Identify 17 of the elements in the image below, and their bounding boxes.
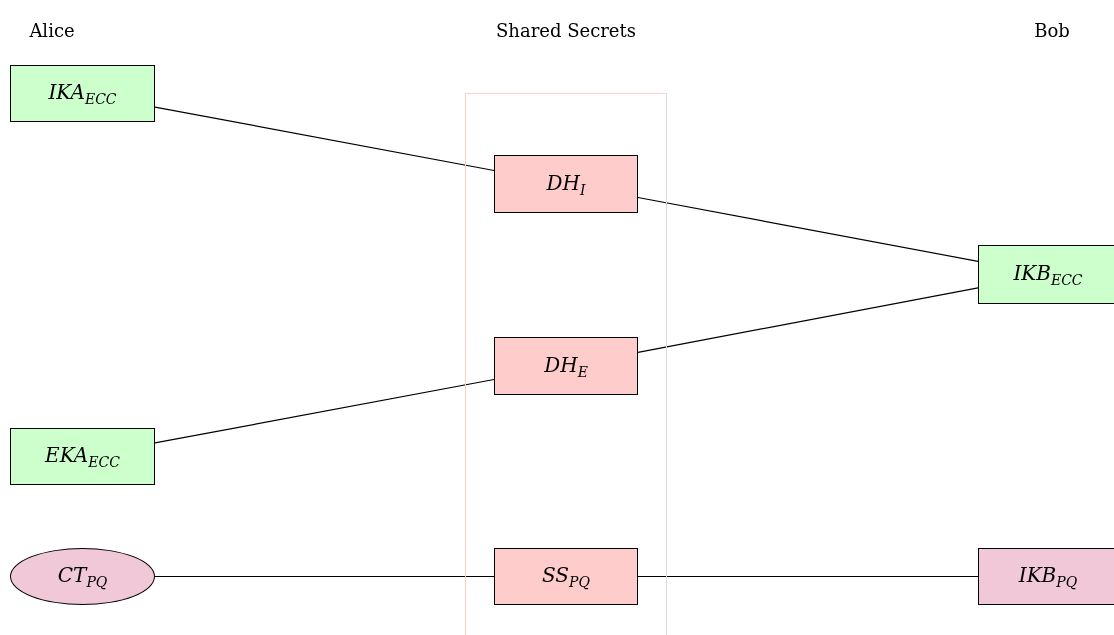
key-box: IKA$_{ECC}$ <box>10 65 155 122</box>
group-heading: Shared Secrets <box>495 20 637 41</box>
key-box: SS$_{PQ}$ <box>494 548 638 605</box>
key-box: IKB$_{PQ}$ <box>978 548 1114 605</box>
key-box: IKB$_{ECC}$ <box>978 245 1114 304</box>
key-box: DH$_{E}$ <box>494 337 638 395</box>
party-heading: Bob <box>1034 20 1070 41</box>
connector-line <box>154 378 495 444</box>
connector-line <box>154 106 495 172</box>
key-box: EKA$_{ECC}$ <box>10 428 155 485</box>
connector-line <box>637 196 979 262</box>
connector-line <box>637 575 979 578</box>
ellipse-node: CT$_{PQ}$ <box>10 548 155 605</box>
connector-line <box>637 287 979 353</box>
connector-line <box>154 575 495 578</box>
key-box: DH$_{I}$ <box>494 155 638 213</box>
party-heading: Alice <box>29 20 75 41</box>
